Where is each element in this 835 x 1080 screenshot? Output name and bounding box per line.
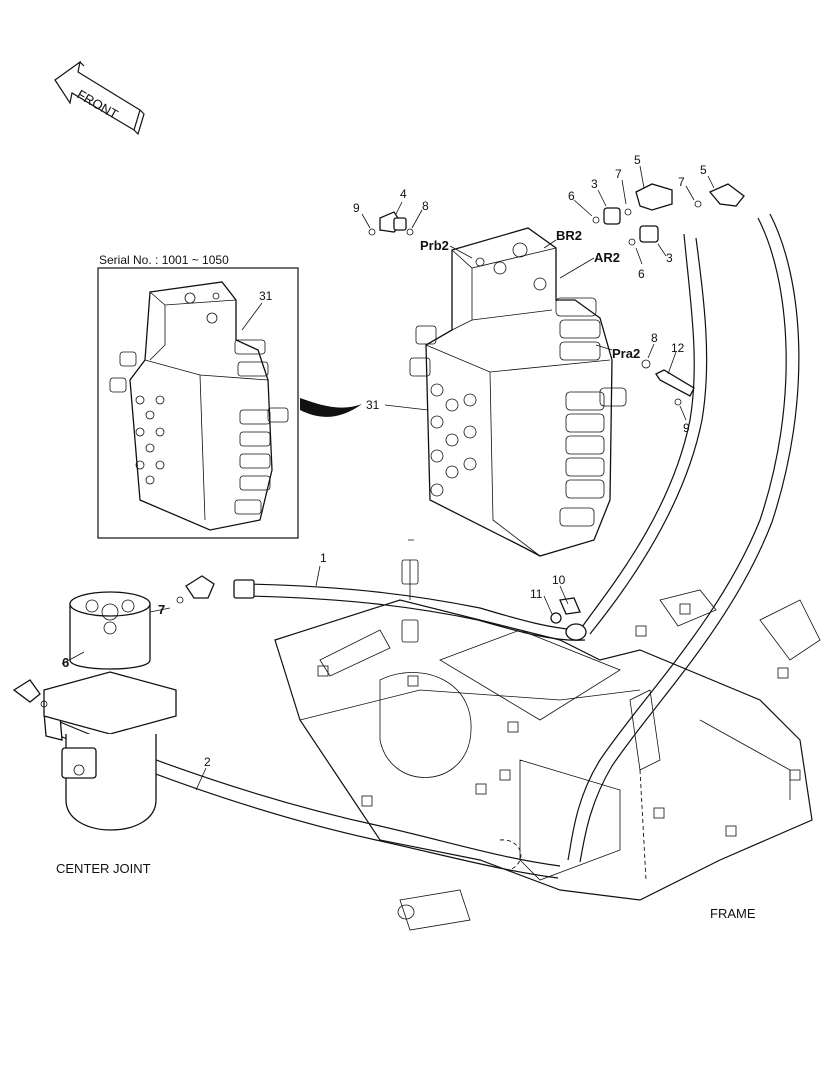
- callout-7-center: 7: [158, 602, 165, 617]
- main-valve-callout-31: 31: [366, 398, 380, 412]
- inset-control-valve: [109, 281, 289, 531]
- frame-structure: [274, 539, 821, 931]
- main-control-valve: 31: [366, 227, 627, 557]
- callout-8-mid: 8: [651, 331, 658, 345]
- callout-5-top-b: 5: [700, 163, 707, 177]
- callout-7-top-a: 7: [615, 167, 622, 181]
- center-joint-caption: CENTER JOINT: [56, 861, 151, 876]
- callout-4: 4: [400, 187, 407, 201]
- serial-number-label: Serial No. : 1001 ~ 1050: [99, 253, 229, 267]
- inset-pointer: [300, 398, 362, 417]
- callout-9-mid: 9: [683, 421, 690, 435]
- inset-serial-box: Serial No. : 1001 ~ 1050: [97, 253, 299, 539]
- callout-12: 12: [671, 341, 685, 355]
- port-pra2-label: Pra2: [612, 346, 640, 361]
- fitting-group-pra2: [641, 343, 695, 421]
- callout-6-mid: 6: [638, 267, 645, 281]
- callout-9-top: 9: [353, 201, 360, 215]
- fitting-group-prb2: [361, 201, 423, 236]
- center-joint: [12, 591, 177, 831]
- callout-8-top: 8: [422, 199, 429, 213]
- callout-10: 10: [552, 573, 566, 587]
- fitting-group-ar2: [628, 225, 667, 265]
- hose-right: [567, 213, 800, 863]
- frame-caption: FRAME: [710, 906, 756, 921]
- port-prb2-label: Prb2: [420, 238, 449, 253]
- port-br2-label: BR2: [556, 228, 582, 243]
- hose-left: [579, 233, 708, 635]
- callout-11: 11: [530, 587, 543, 601]
- front-label: FRONT: [75, 87, 121, 122]
- callout-5-top-a: 5: [634, 153, 641, 167]
- callout-3-top: 3: [591, 177, 598, 191]
- callout-1: 1: [320, 551, 327, 565]
- callout-6-top: 6: [568, 189, 575, 203]
- callout-3-mid: 3: [666, 251, 673, 265]
- front-direction-arrow: FRONT: [54, 60, 145, 136]
- callout-7-top-b: 7: [678, 175, 685, 189]
- callout-2: 2: [204, 755, 211, 769]
- hose-clamp: [543, 585, 587, 641]
- fitting-group-br2: [573, 165, 745, 225]
- inset-callout-31: 31: [259, 289, 273, 303]
- port-ar2-label: AR2: [594, 250, 620, 265]
- callout-6-center: 6: [62, 655, 69, 670]
